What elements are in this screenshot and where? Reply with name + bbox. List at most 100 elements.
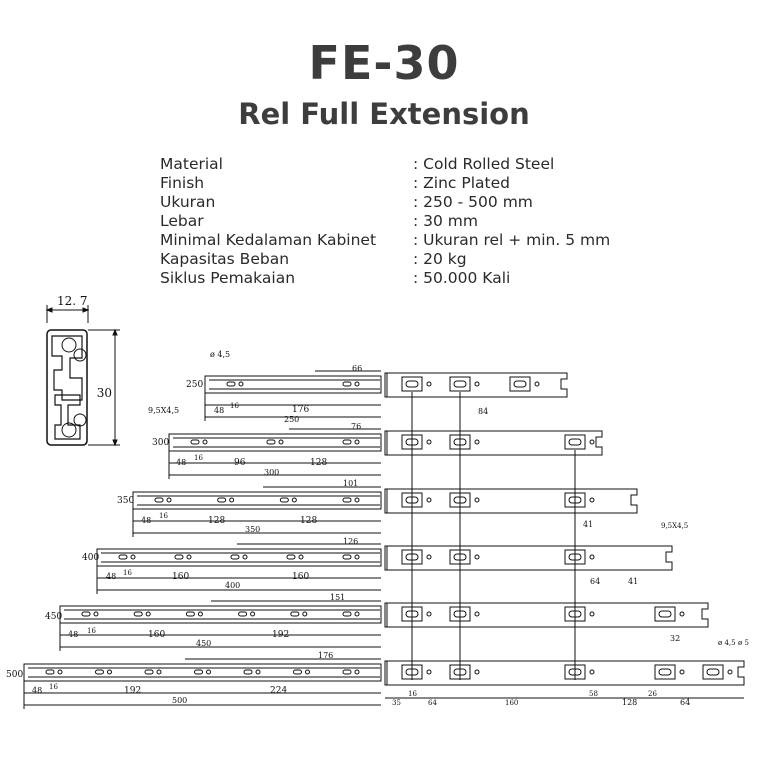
rail-right-body [384,660,745,686]
rail-slot [194,669,203,675]
rail-slot [81,611,91,617]
profile-inner-channel [51,335,83,401]
dim-label: 192 [124,686,141,696]
profile-arrowheads [45,307,90,313]
rail-hole [305,669,310,675]
spec-label: Kapasitas Beban [160,250,290,268]
rails-left [23,370,382,709]
dim-label: 41 [628,577,638,586]
rail-left-body [23,663,382,682]
rail-slot [238,611,248,617]
rail-hole [298,554,304,560]
spec-label: Siklus Pemakaian [160,269,296,287]
hole-callout: ø 5 [738,639,749,647]
dim-label: 176 [318,651,333,660]
rail-slot [133,611,143,617]
spec-row-finish: Finish : Zinc Plated [160,174,680,193]
hole-callout: 9,5X4,5 [148,406,179,415]
profile-ball [61,422,77,438]
rail-slot [342,381,352,387]
mount-hole [474,669,480,675]
spec-value: : Ukuran rel + min. 5 mm [413,231,611,249]
mount-hole [426,554,432,560]
profile-ball [73,348,87,362]
mount-bracket [654,606,676,622]
dim-label: 16 [123,569,132,577]
profile-height-label: 30 [97,386,112,400]
rail-slot [154,497,164,503]
mount-slot [453,380,467,388]
dim-label: 16 [194,454,203,462]
mount-hole [474,611,480,617]
dim-label: 66 [352,364,362,373]
rail-hole [354,554,360,560]
rail-left-body [168,433,382,452]
dim-label: 192 [272,630,289,640]
spec-label: Finish [160,174,205,192]
rail-hole [255,669,261,675]
rail-slot [226,381,236,387]
dim-label: 128 [208,516,225,526]
mount-hole [589,669,595,675]
dim-label: 48 [32,686,42,695]
rail-hole [242,554,248,560]
rail-left-body [132,491,382,510]
mount-slot [658,610,672,618]
dim-label: 128 [310,458,327,468]
spec-row-ukuran: Ukuran : 250 - 500 mm [160,193,680,212]
mount-hole [474,439,480,445]
profile-arrowheads [112,328,118,447]
spec-value: : 30 mm [413,212,478,230]
spec-value: : Zinc Plated [413,174,510,192]
rail-hole [291,497,297,503]
dim-label: 64 [590,577,600,586]
rail-slot [293,669,302,675]
rail-hole [197,611,203,617]
mount-hole [426,439,432,445]
mount-hole [679,669,685,675]
mount-hole [474,554,480,560]
dim-label: 160 [148,630,165,640]
mount-bracket [509,376,531,392]
mount-slot [658,668,672,676]
rail-hole [166,497,172,503]
dim-label: 64 [428,699,437,707]
dim-label: 160 [292,572,309,582]
spec-value: : 50.000 Kali [413,269,511,287]
rail-right-body [384,488,638,514]
rail-hole [354,669,360,675]
rails-right [384,372,745,699]
mount-hole [589,554,595,560]
rail-right-body [384,545,673,571]
rail-hole [354,439,360,445]
rail-slot [290,611,300,617]
rail-right-body [384,430,603,456]
dim-label: 101 [343,479,358,488]
mount-hole [426,669,432,675]
dim-label: 250 [284,415,299,424]
rail-left-body [59,605,382,624]
spec-label: Ukuran [160,193,216,211]
dim-label: 16 [159,512,168,520]
rail-hole [354,381,360,387]
rail-size-label: 500 [6,670,23,680]
rail-hole [229,497,235,503]
dim-label: 35 [392,699,401,707]
mount-hole [426,611,432,617]
mount-slot [513,380,527,388]
rail-slot [243,669,253,675]
dim-label: 300 [264,468,279,477]
rail-slot [342,497,352,503]
rail-hole [278,439,284,445]
mount-hole [426,497,432,503]
dim-label: 224 [270,686,287,696]
rail-slot [190,439,200,445]
dim-label: 400 [225,581,240,590]
mount-bracket [564,434,586,450]
spec-label: Material [160,155,223,173]
hole-callout: ø 4,5 [718,639,736,647]
mount-slot [405,380,419,388]
rail-slot [45,669,55,675]
rail-hole [354,611,360,617]
